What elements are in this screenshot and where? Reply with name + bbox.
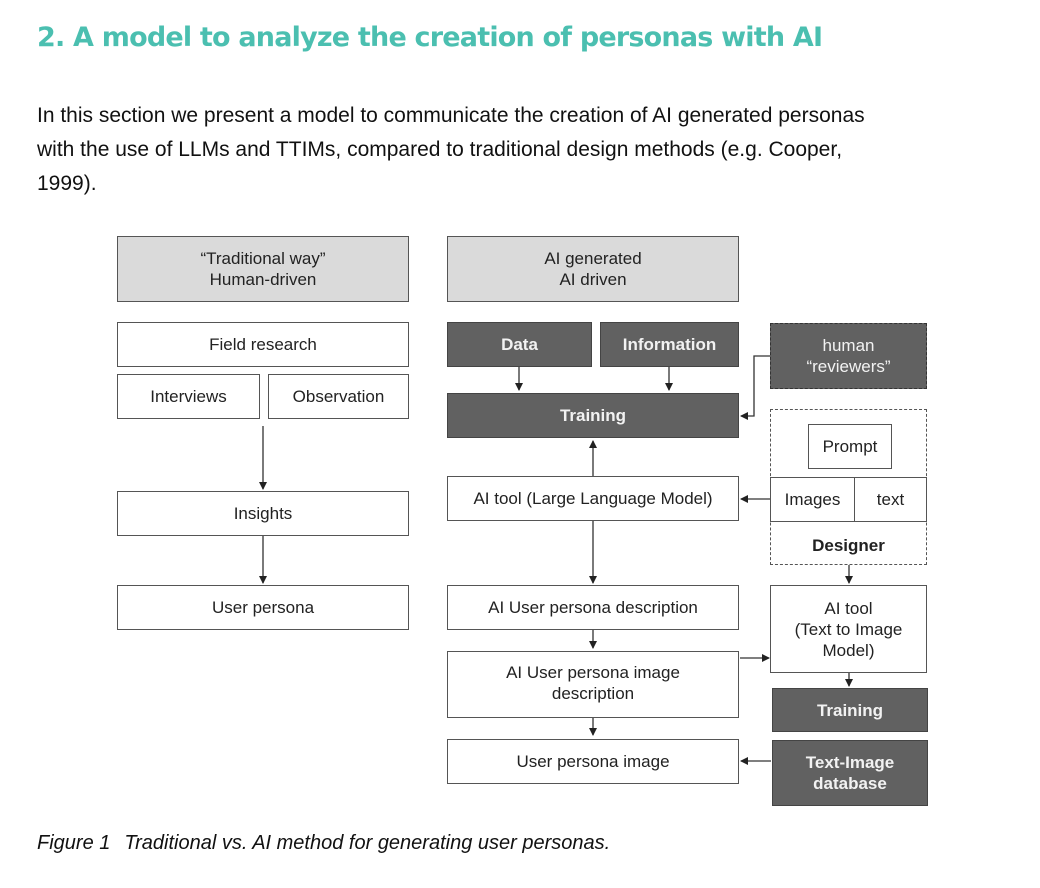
caption-text: Traditional vs. AI method for generating… (124, 832, 611, 854)
insights-box: Insights (117, 491, 409, 536)
llm-tool-label: AI tool (Large Language Model) (473, 489, 713, 508)
paragraph-line: 1999). (37, 172, 97, 195)
ai-header-line: AI driven (559, 270, 627, 289)
ttim-training-box: Training (772, 688, 928, 732)
text-image-database-box: Text-Image database (772, 740, 928, 806)
ai-header: AI generated AI driven (447, 236, 739, 302)
information-box: Information (600, 322, 739, 367)
persona-image-description-line: AI User persona image (506, 663, 680, 682)
persona-image-description-box: AI User persona image description (447, 651, 739, 718)
persona-image-description-line: description (551, 684, 635, 703)
ai-header-line: AI generated (544, 249, 642, 268)
field-research-box: Field research (117, 322, 409, 367)
interviews-box: Interviews (117, 374, 260, 419)
intro-paragraph: In this section we present a model to co… (37, 99, 997, 201)
ttim-tool-box: AI tool (Text to Image Model) (770, 585, 927, 673)
human-reviewers-box: human “reviewers” (770, 323, 927, 389)
database-line: database (813, 774, 887, 793)
arrow-reviewers-to-training (740, 355, 770, 420)
designer-label: Designer (812, 536, 885, 555)
prompt-label: Prompt (822, 437, 878, 456)
text-box: text (854, 477, 927, 522)
persona-image-label: User persona image (516, 752, 670, 771)
persona-description-box: AI User persona description (447, 585, 739, 630)
text-label: text (876, 490, 905, 509)
information-label: Information (622, 335, 717, 354)
images-label: Images (784, 490, 841, 509)
ttim-line: (Text to Image (794, 620, 903, 639)
ttim-line: Model) (822, 641, 875, 660)
observation-label: Observation (292, 387, 385, 406)
traditional-header-line: Human-driven (209, 270, 317, 289)
reviewers-line: human (822, 336, 875, 355)
user-persona-label: User persona (211, 598, 315, 617)
paragraph-line: with the use of LLMs and TTIMs, compared… (37, 138, 843, 161)
llm-tool-box: AI tool (Large Language Model) (447, 476, 739, 521)
prompt-box: Prompt (808, 424, 892, 469)
ttim-training-label: Training (816, 700, 884, 720)
ttim-line: AI tool (824, 599, 873, 618)
figure-caption: Figure 1 Traditional vs. AI method for ge… (37, 832, 610, 855)
persona-image-box: User persona image (447, 739, 739, 784)
observation-box: Observation (268, 374, 409, 419)
section-heading: 2. A model to analyze the creation of pe… (37, 22, 823, 53)
insights-label: Insights (233, 504, 293, 523)
field-research-label: Field research (209, 335, 317, 354)
traditional-header: “Traditional way” Human-driven (117, 236, 409, 302)
reviewers-line: “reviewers” (806, 357, 891, 376)
caption-number: Figure 1 (37, 832, 111, 854)
images-box: Images (770, 477, 855, 522)
training-label: Training (559, 406, 627, 425)
data-label: Data (501, 335, 538, 354)
persona-description-label: AI User persona description (488, 598, 698, 617)
user-persona-box: User persona (117, 585, 409, 630)
interviews-label: Interviews (150, 387, 227, 406)
database-line: Text-Image (805, 753, 895, 772)
training-box: Training (447, 393, 739, 438)
traditional-header-line: “Traditional way” (200, 249, 326, 268)
paragraph-line: In this section we present a model to co… (37, 104, 865, 127)
data-box: Data (447, 322, 592, 367)
